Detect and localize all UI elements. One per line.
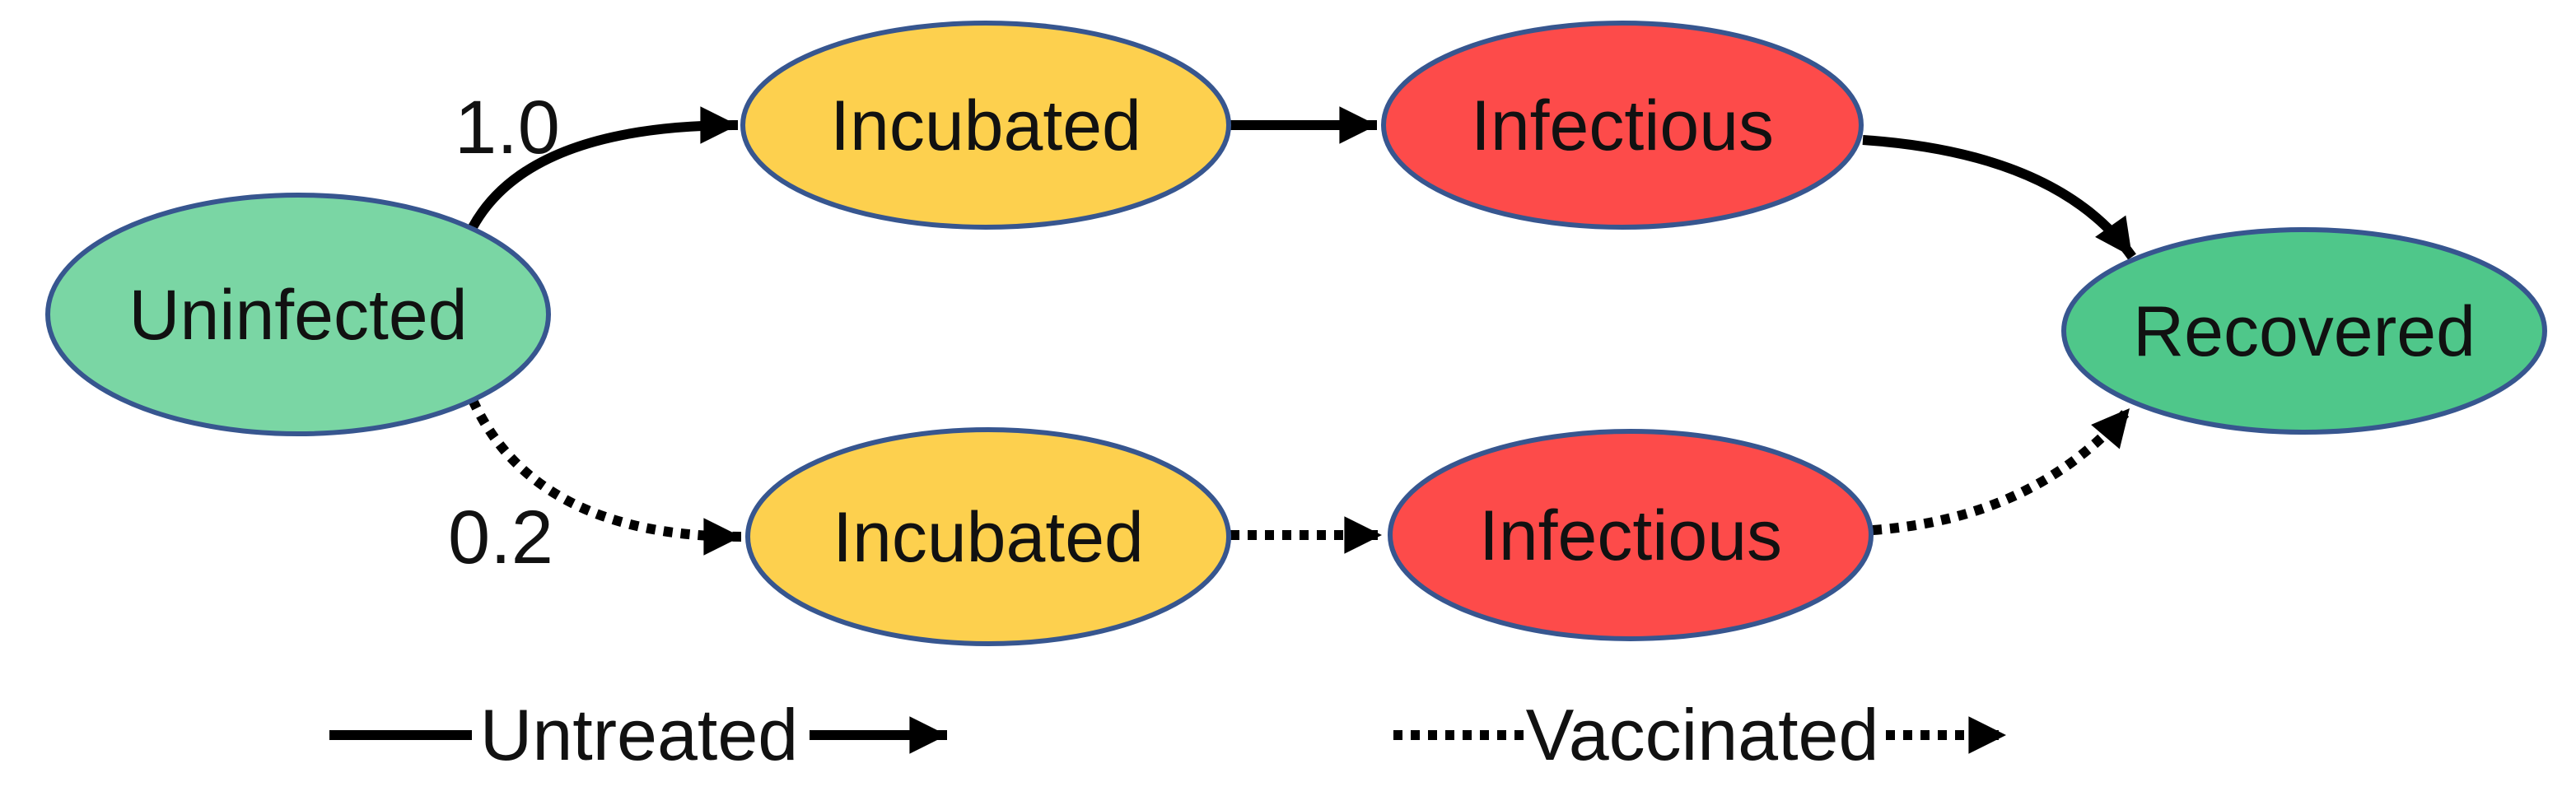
vaccinated-rate-label: 0.2 <box>448 496 553 580</box>
node-incubated-vaccinated: Incubated <box>745 427 1231 646</box>
node-uninfected: Uninfected <box>45 193 551 436</box>
uninfected-label: Uninfected <box>128 276 467 355</box>
incubated-vaccinated-ellipse <box>745 427 1231 646</box>
untreated-rate-label: 1.0 <box>455 86 560 170</box>
legend-untreated: Untreated <box>329 694 947 775</box>
legend-vaccinated: Vaccinated <box>1393 694 2006 775</box>
edge-infectious-untreated-to-recovered <box>1862 135 2136 260</box>
infectious-vaccinated-ellipse <box>1388 429 1874 641</box>
legend-vaccinated-label: Vaccinated <box>1526 694 1879 775</box>
edge-uninfected-to-incubated-vaccinated <box>468 398 742 556</box>
legend-untreated-label: Untreated <box>480 694 798 775</box>
legend: Untreated Vaccinated <box>329 694 2006 775</box>
infectious-untreated-label: Infectious <box>1471 86 1774 165</box>
edge-infectious-vaccinated-to-recovered <box>1872 405 2134 535</box>
recovered-ellipse <box>2061 227 2547 435</box>
node-recovered: Recovered <box>2061 227 2547 435</box>
incubated-untreated-ellipse <box>740 21 1231 230</box>
node-incubated-untreated: Incubated <box>740 21 1231 230</box>
edge-uninfected-to-incubated-untreated <box>468 106 739 230</box>
node-infectious-vaccinated: Infectious <box>1388 429 1874 641</box>
node-infectious-untreated: Infectious <box>1381 21 1864 230</box>
incubated-vaccinated-label: Incubated <box>833 498 1144 577</box>
infectious-untreated-ellipse <box>1381 21 1864 230</box>
uninfected-ellipse <box>45 193 551 436</box>
infectious-vaccinated-label: Infectious <box>1479 496 1782 575</box>
recovered-label: Recovered <box>2133 292 2476 371</box>
incubated-untreated-label: Incubated <box>830 86 1141 165</box>
